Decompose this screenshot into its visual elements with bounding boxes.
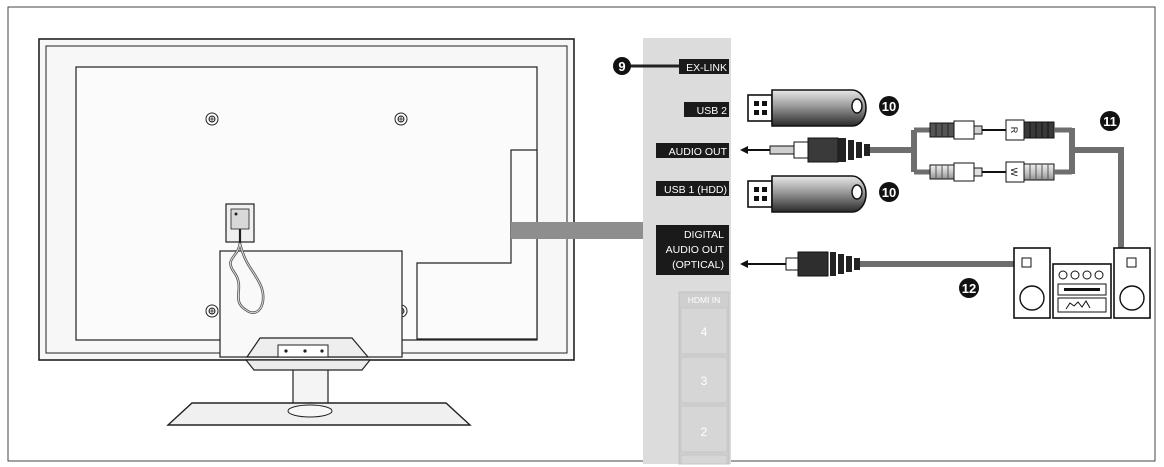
tv-back [38, 38, 575, 361]
rca-plug-red-left [929, 120, 983, 140]
callout-10-usb2: 10 [879, 96, 899, 116]
svg-text:11: 11 [1103, 114, 1117, 129]
rca-plug-white-right: W [982, 161, 1055, 183]
optical-plug [740, 251, 860, 277]
svg-text:9: 9 [618, 59, 625, 74]
digital-audio-out-label [656, 225, 729, 275]
usb2-label [684, 102, 729, 117]
screw-icon [205, 304, 219, 318]
usb-stick-icon [747, 89, 867, 127]
screw-icon [205, 112, 219, 126]
rca-plug-white-left [929, 162, 983, 182]
ex-link-text: EX-LINK [686, 62, 727, 74]
callout-10-usb1: 10 [879, 182, 899, 202]
tv-stand [166, 359, 472, 426]
audio-out-text: AUDIO OUT [669, 146, 728, 158]
hdmi-slot [680, 405, 728, 453]
callout-9: 9 [613, 57, 631, 75]
rca-white-letter: W [1009, 168, 1019, 177]
svg-text:10: 10 [882, 99, 896, 114]
svg-text:10: 10 [882, 185, 896, 200]
usb2-text: USB 2 [697, 105, 728, 117]
rca-red-letter: R [1009, 127, 1019, 134]
digital-line2: AUDIO OUT [666, 244, 725, 256]
panel-zoom-link [511, 222, 643, 239]
rca-plug-red-right: R [982, 119, 1055, 141]
stand-mount-plate [277, 344, 329, 358]
digital-line1: DIGITAL [684, 229, 724, 241]
svg-text:12: 12 [962, 281, 976, 296]
audio-out-label [656, 143, 729, 158]
stereo-system-icon [1013, 247, 1151, 319]
usb1-text: USB 1 (HDD) [664, 184, 727, 196]
audio-jack-plug [740, 137, 870, 163]
ex-link-label [679, 59, 729, 74]
digital-line3: (OPTICAL) [672, 259, 724, 271]
callout-12: 12 [959, 278, 979, 298]
hdmi-slot-number: 3 [701, 374, 708, 388]
side-panel: EX-LINK USB 2 AUDIO OUT USB 1 (HDD) DIGI… [643, 38, 731, 465]
side-terminal-outline [416, 149, 538, 340]
power-plug [230, 208, 250, 230]
hdmi-slot [680, 356, 728, 404]
callout-11: 11 [1100, 111, 1120, 131]
hdmi-slot-number: 4 [701, 325, 708, 339]
hdmi-title: HDMI IN [688, 295, 721, 305]
usb-stick-icon [747, 175, 867, 213]
hdmi-slot [680, 307, 728, 355]
usb1-label [656, 181, 729, 196]
audio-to-stereo-cable [1072, 147, 1124, 248]
hdmi-slot-number: 2 [701, 425, 708, 439]
screw-icon [394, 112, 408, 126]
